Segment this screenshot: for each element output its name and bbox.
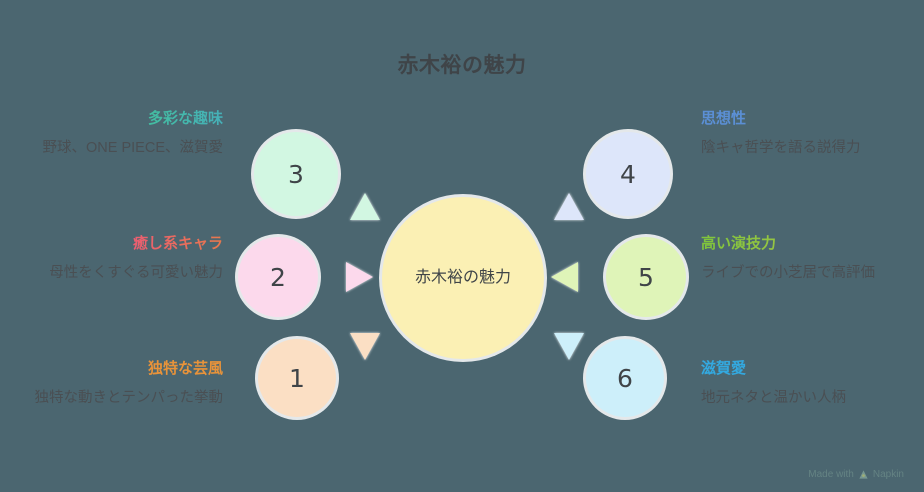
- arrow-left-icon-5: [551, 262, 578, 292]
- node-circle-4[interactable]: 4: [586, 132, 670, 216]
- center-hub[interactable]: 赤木裕の魅力: [382, 197, 544, 359]
- node-circle-5[interactable]: 5: [606, 237, 686, 317]
- watermark-text-after: Napkin: [872, 469, 904, 480]
- watermark: Made with Napkin: [808, 469, 904, 480]
- label-description-2: 母性をくすぐる可愛い魅力: [49, 264, 223, 281]
- label-heading-2: 癒し系キャラ: [33, 235, 223, 254]
- label-block-3: 多彩な趣味 野球、ONE PIECE、滋賀愛: [33, 110, 223, 160]
- arrow-up-icon-4: [554, 193, 584, 220]
- node-circle-3[interactable]: 3: [254, 132, 338, 216]
- node-number-1: 1: [289, 363, 305, 393]
- label-block-6: 滋賀愛 地元ネタと温かい人柄: [701, 360, 891, 410]
- label-block-4: 思想性 陰キャ哲学を語る説得力: [701, 110, 891, 160]
- node-number-2: 2: [270, 262, 286, 292]
- center-hub-label: 赤木裕の魅力: [414, 268, 511, 286]
- label-description-4: 陰キャ哲学を語る説得力: [701, 139, 861, 156]
- label-block-2: 癒し系キャラ 母性をくすぐる可愛い魅力: [33, 235, 223, 285]
- arrow-down-icon-1: [350, 333, 380, 360]
- label-description-6: 地元ネタと温かい人柄: [701, 389, 846, 406]
- arrow-up-icon-3: [350, 193, 380, 220]
- label-heading-3: 多彩な趣味: [33, 110, 223, 129]
- label-heading-6: 滋賀愛: [701, 360, 747, 377]
- node-circle-6[interactable]: 6: [586, 339, 664, 417]
- node-number-5: 5: [638, 262, 654, 292]
- label-heading-4: 思想性: [701, 110, 747, 127]
- napkin-logo-icon: [858, 469, 869, 480]
- node-number-6: 6: [617, 363, 633, 393]
- page-title: 赤木裕の魅力: [397, 54, 527, 77]
- label-description-5: ライブでの小芝居で高評価: [701, 264, 875, 281]
- label-description-1: 独特な動きとテンパった挙動: [34, 389, 224, 406]
- arrow-down-icon-6: [554, 333, 584, 360]
- watermark-text-before: Made with: [808, 469, 854, 480]
- label-description-3: 野球、ONE PIECE、滋賀愛: [42, 139, 223, 156]
- node-circle-1[interactable]: 1: [258, 339, 336, 417]
- node-number-3: 3: [288, 159, 304, 189]
- label-block-1: 独特な芸風 独特な動きとテンパった挙動: [33, 360, 224, 410]
- node-number-4: 4: [620, 159, 636, 189]
- arrow-right-icon-2: [346, 262, 373, 292]
- node-circle-2[interactable]: 2: [238, 237, 318, 317]
- label-heading-5: 高い演技力: [701, 235, 891, 254]
- label-block-5: 高い演技力 ライブでの小芝居で高評価: [701, 235, 891, 285]
- label-heading-1: 独特な芸風: [147, 360, 223, 377]
